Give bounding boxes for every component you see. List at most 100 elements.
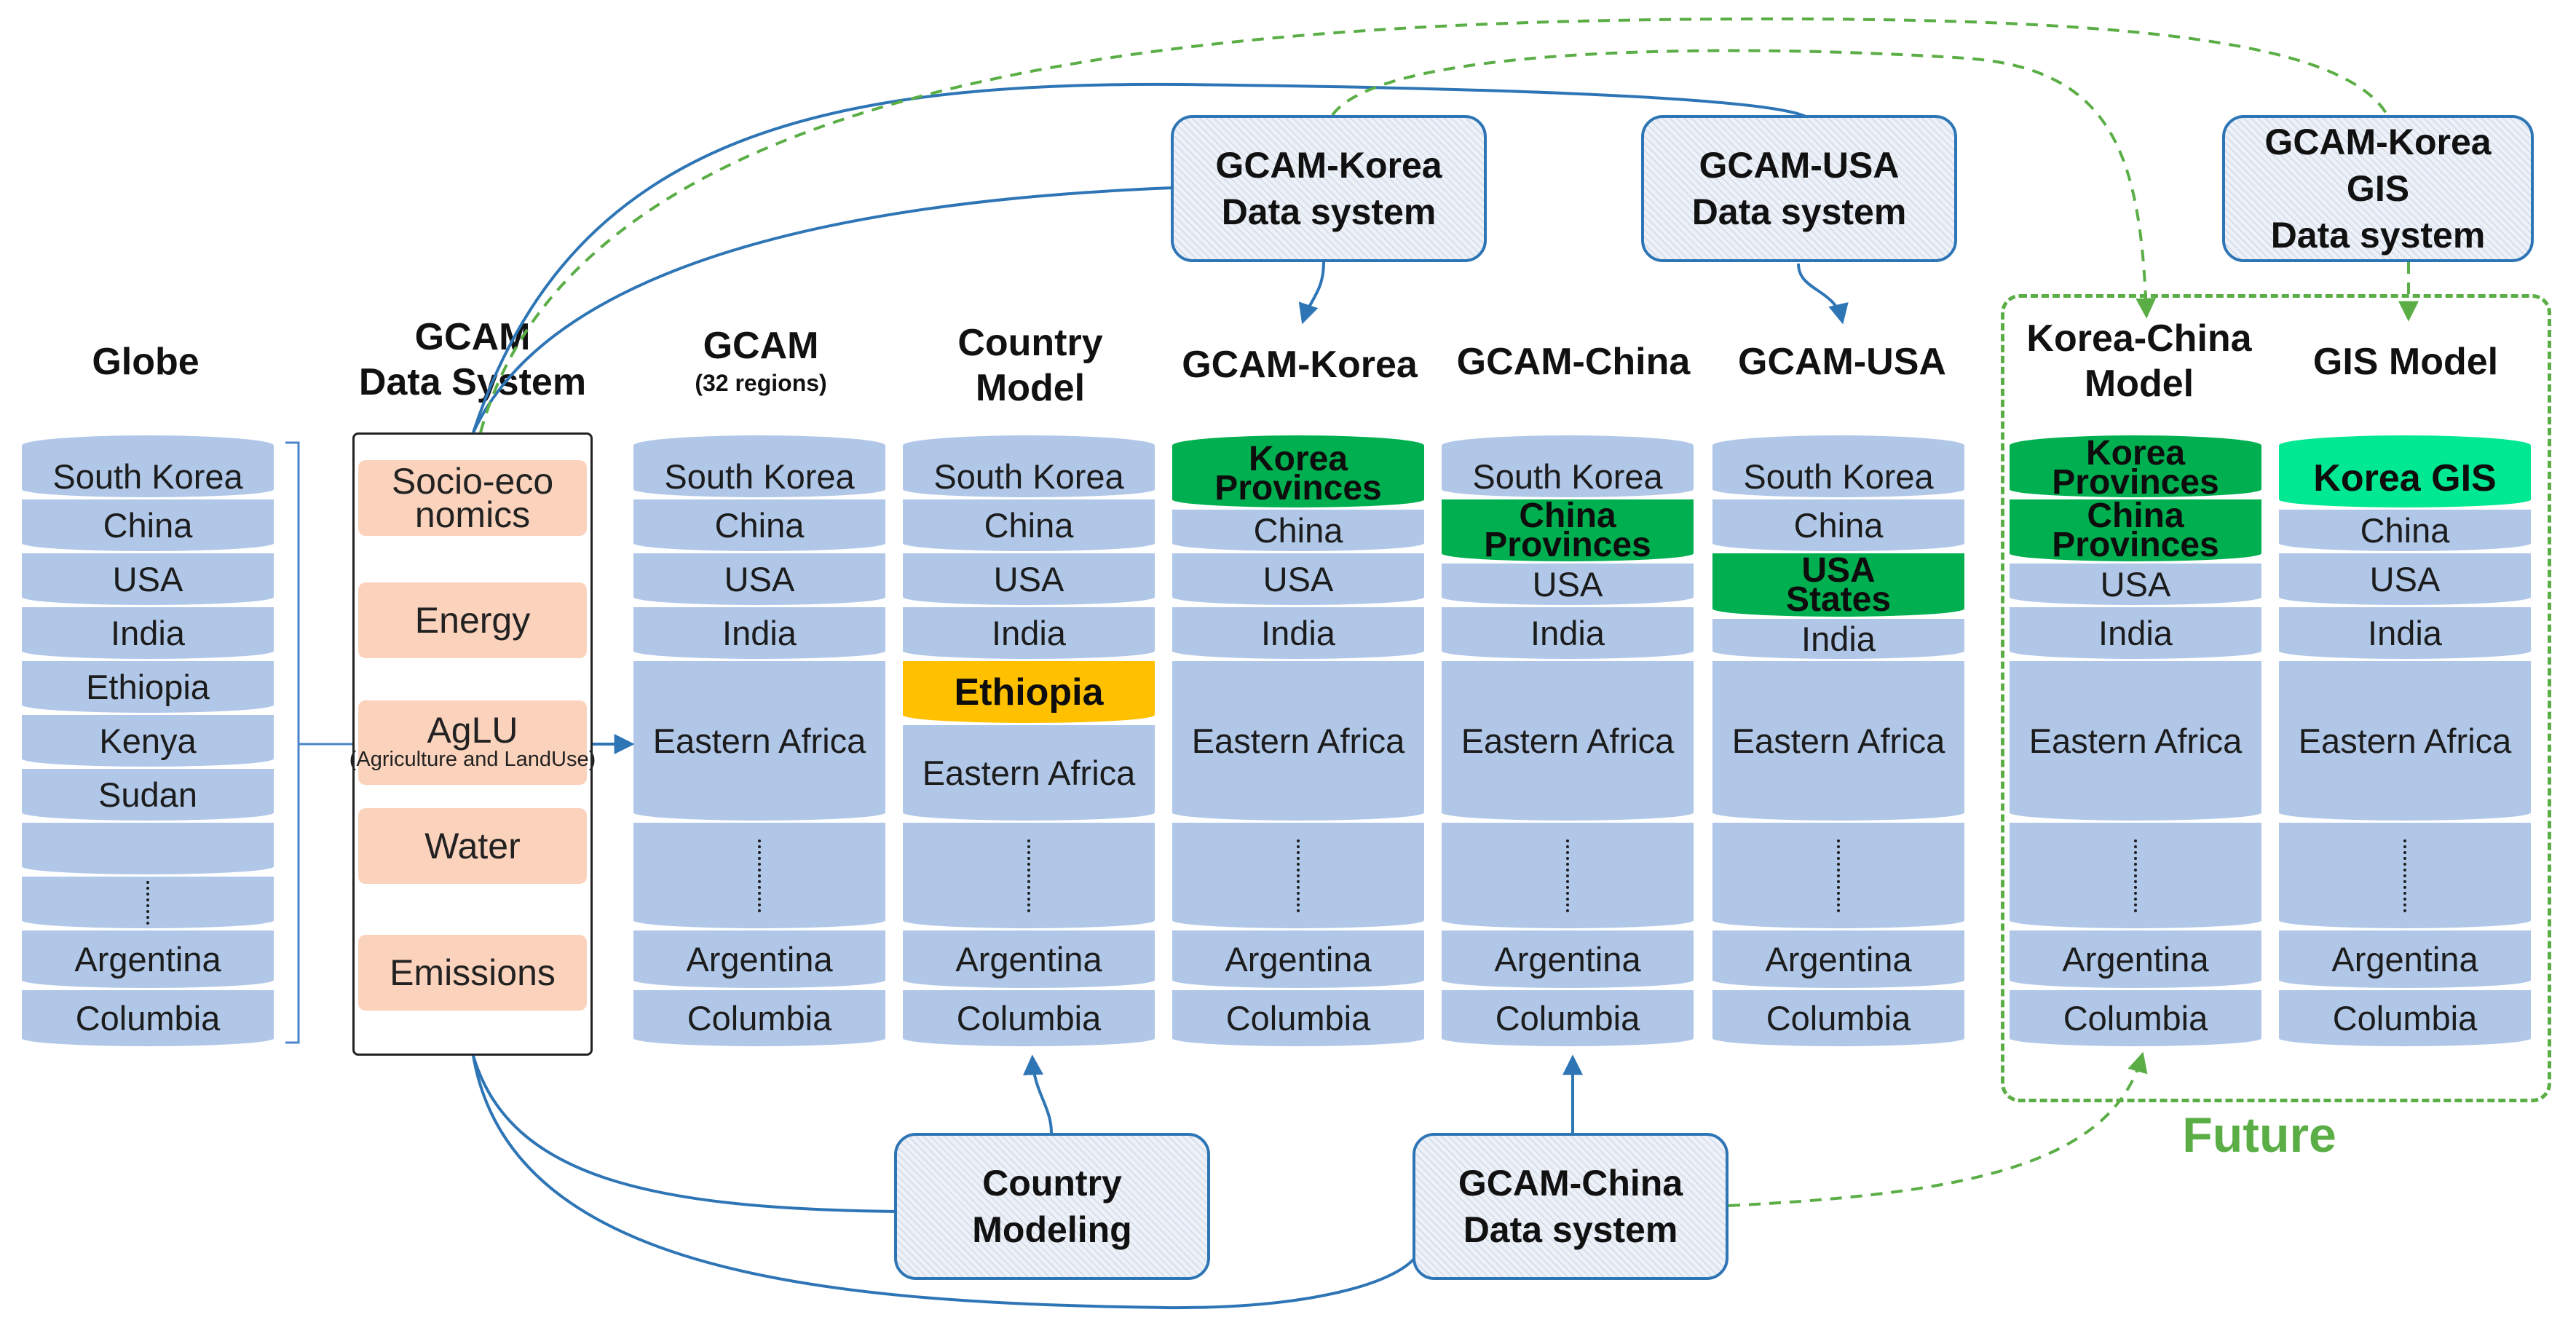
globe-row-ethiopia: Ethiopia	[22, 661, 274, 715]
usa-ellipsis-dots	[1837, 839, 1840, 912]
kc-ellipsis-dots	[2134, 839, 2137, 912]
dashed-china-ds-to-korea-china	[1728, 1051, 2148, 1207]
box-gcam-korea-ds-line1: GCAM-Korea	[1215, 145, 1442, 186]
usa-row-columbia: Columbia	[1712, 990, 1964, 1048]
globe-row-argentina: Argentina	[22, 930, 274, 990]
gis-row-korea-gis-highlight: Korea GIS	[2279, 435, 2531, 510]
box-gcam-korea-gis-data-system: GCAM-Korea GIS Data system	[2222, 115, 2534, 262]
arrow-country-modeling-to-country-model	[1022, 1054, 1053, 1134]
header-gcam-korea: GCAM-Korea	[1158, 342, 1442, 387]
header-data-system-line1: GCAM	[414, 316, 531, 358]
box-gcam-usa-ds-line1: GCAM-USA	[1699, 145, 1900, 186]
kc-row-columbia: Columbia	[2010, 990, 2261, 1048]
gcam-row-argentina: Argentina	[633, 930, 885, 990]
globe-row-south-korea: South Korea	[22, 435, 274, 499]
usa-row-india: India	[1712, 619, 1964, 661]
box-gcam-usa-data-system: GCAM-USA Data system	[1641, 115, 1957, 262]
header-gcam-sub: (32 regions)	[695, 370, 827, 396]
header-korea-china-model: Korea-China Model	[1994, 316, 2285, 406]
country-row-india: India	[903, 607, 1155, 661]
box-country-modeling-line2: Modeling	[972, 1209, 1132, 1250]
box-country-modeling-line1: Country	[982, 1163, 1122, 1204]
country-row-argentina: Argentina	[903, 930, 1155, 990]
header-gis-model-line1: GIS Model	[2312, 341, 2499, 383]
korea-ellipsis-dots	[1297, 839, 1300, 912]
header-gcam-line1: GCAM	[703, 325, 819, 367]
kc-row-eastern-africa: Eastern Africa	[2010, 661, 2261, 823]
gis-row-columbia: Columbia	[2279, 990, 2531, 1048]
korea-row-china: China	[1172, 510, 1424, 553]
header-globe: Globe	[80, 339, 211, 384]
header-data-system-line2: Data System	[358, 361, 587, 403]
module-energy: Energy	[358, 582, 587, 658]
china-row-usa: USA	[1442, 564, 1694, 607]
usa-row-argentina: Argentina	[1712, 930, 1964, 990]
korea-row-ellipsis	[1172, 823, 1424, 930]
header-gcam-korea-line1: GCAM-Korea	[1182, 344, 1418, 386]
header-korea-china-line2: Model	[2084, 363, 2194, 405]
china-row-eastern-africa: Eastern Africa	[1442, 661, 1694, 823]
country-ellipsis-dots	[1027, 839, 1030, 912]
globe-row-ellipsis	[22, 877, 274, 930]
korea-row-argentina: Argentina	[1172, 930, 1424, 990]
china-row-columbia: Columbia	[1442, 990, 1694, 1048]
usa-row-south-korea: South Korea	[1712, 435, 1964, 499]
globe-row-columbia: Columbia	[22, 990, 274, 1048]
gis-row-china: China	[2279, 510, 2531, 553]
country-row-ethiopia-highlight: Ethiopia	[903, 661, 1155, 725]
globe-row-blank-1	[22, 823, 274, 877]
header-korea-china-line1: Korea-China	[2026, 317, 2252, 360]
country-row-columbia: Columbia	[903, 990, 1155, 1048]
country-row-eastern-africa: Eastern Africa	[903, 725, 1155, 823]
korea-row-provinces-highlight: Korea Provinces	[1172, 435, 1424, 510]
module-emissions: Emissions	[358, 935, 587, 1011]
country-row-ellipsis	[903, 823, 1155, 930]
column-korea-china-model: Korea Provinces China Provinces USA Indi…	[2010, 435, 2261, 1048]
gcam-row-ellipsis	[633, 823, 885, 930]
curve-data-system-to-korea-ds	[472, 186, 1173, 433]
usa-row-china: China	[1712, 499, 1964, 553]
header-gis-model: GIS Model	[2282, 339, 2529, 384]
korea-row-columbia: Columbia	[1172, 990, 1424, 1048]
korea-row-india: India	[1172, 607, 1424, 661]
module-socio-economics: Socio-economics	[358, 460, 587, 536]
gcam-row-eastern-africa: Eastern Africa	[633, 661, 885, 823]
usa-row-eastern-africa: Eastern Africa	[1712, 661, 1964, 823]
header-country-model-line2: Model	[975, 367, 1086, 409]
gis-row-argentina: Argentina	[2279, 930, 2531, 990]
future-frame	[2001, 294, 2551, 1102]
kc-row-china-provinces-highlight: China Provinces	[2010, 498, 2261, 564]
header-data-system: GCAM Data System	[327, 315, 618, 405]
header-globe-line1: Globe	[92, 341, 199, 383]
header-gcam-china-line1: GCAM-China	[1456, 341, 1691, 383]
globe-row-sudan: Sudan	[22, 769, 274, 823]
module-energy-label: Energy	[414, 600, 531, 641]
globe-row-usa: USA	[22, 553, 274, 607]
country-row-south-korea: South Korea	[903, 435, 1155, 499]
module-socio-economics-label: Socio-economics	[391, 461, 554, 535]
column-gis-model: Korea GIS China USA India Eastern Africa…	[2279, 435, 2531, 1048]
curve-data-system-to-country-modeling	[472, 1055, 898, 1213]
china-row-provinces-highlight: China Provinces	[1442, 498, 1694, 564]
kc-row-ellipsis	[2010, 823, 2261, 930]
china-row-india: India	[1442, 607, 1694, 661]
module-water: Water	[358, 808, 587, 884]
curve-data-system-to-china-ds	[472, 1055, 1418, 1310]
globe-row-kenya: Kenya	[22, 715, 274, 769]
usa-row-states-highlight: USA States	[1712, 553, 1964, 619]
curve-data-system-to-usa-ds	[472, 82, 1806, 433]
korea-row-usa: USA	[1172, 553, 1424, 607]
globe-row-china: China	[22, 499, 274, 553]
module-aglu-note: (Agriculture and LandUse)	[349, 748, 596, 771]
gcam-row-india: India	[633, 607, 885, 661]
header-gcam: GCAM (32 regions)	[648, 323, 874, 398]
arrow-usa-ds-to-gcam-usa	[1797, 263, 1849, 325]
module-water-label: Water	[424, 826, 521, 866]
china-row-argentina: Argentina	[1442, 930, 1694, 990]
gcam-row-columbia: Columbia	[633, 990, 885, 1048]
globe-bracket	[285, 441, 300, 1044]
box-gis-ds-line2: GIS	[2346, 168, 2410, 209]
box-gis-ds-line1: GCAM-Korea	[2264, 122, 2492, 162]
country-row-china: China	[903, 499, 1155, 553]
